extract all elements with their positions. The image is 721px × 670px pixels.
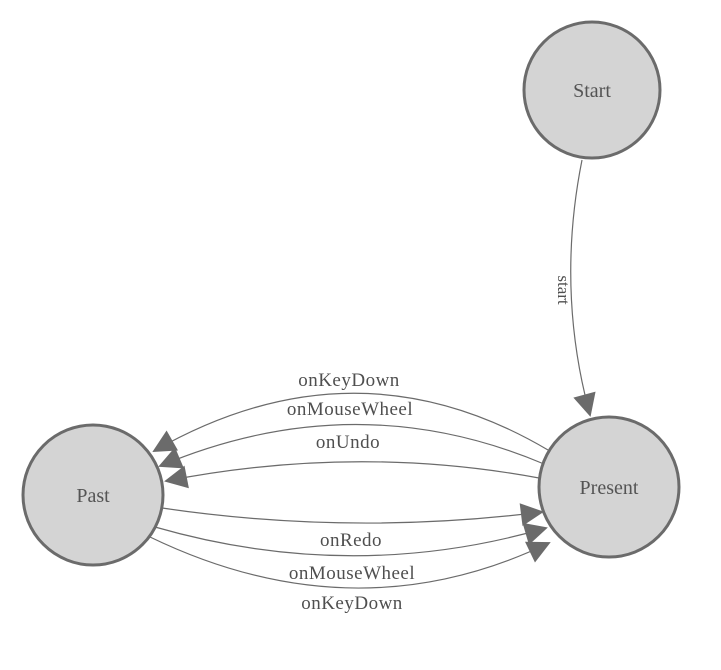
edge-label-onkeydown-bottom: onKeyDown [301,593,403,614]
edge-label-onredo: onRedo [320,530,382,551]
edge-past-to-present-onkeydown: onKeyDown [149,536,551,614]
node-past: Past [21,423,165,567]
edge-label-start: start [554,275,573,305]
edge-present-to-past-onundo: onUndo [164,432,540,489]
state-circle-present [537,415,681,559]
node-start: Start [522,20,662,160]
edge-line-onkeydown-bottom [149,536,551,589]
edge-label-onmousewheel-top: onMouseWheel [287,399,413,420]
edge-label-onkeydown-top: onKeyDown [298,370,400,391]
node-label-present: Present [580,477,639,499]
state-circle-start [522,20,662,160]
edge-start-to-present: start [554,159,596,417]
edge-present-to-past-onkeydown: onKeyDown [152,370,549,452]
node-present: Present [537,415,681,559]
node-label-past: Past [76,485,110,507]
edge-line-onmousewheel-bottom [154,522,548,557]
edge-line-onundo [164,461,540,489]
edge-present-to-past-onmousewheel: onMouseWheel [158,399,545,469]
edge-past-to-present-onredo: onRedo [161,503,544,551]
edge-line-onkeydown-top [152,392,549,452]
edge-label-onundo: onUndo [316,432,380,453]
edge-line-onredo [161,503,544,527]
edge-line-onmousewheel-top [158,423,545,469]
node-label-start: Start [573,80,611,102]
edge-past-to-present-onmousewheel: onMouseWheel [154,522,548,584]
edge-line-start [570,159,596,417]
state-circle-past [21,423,165,567]
edge-label-onmousewheel-bottom: onMouseWheel [289,563,415,584]
